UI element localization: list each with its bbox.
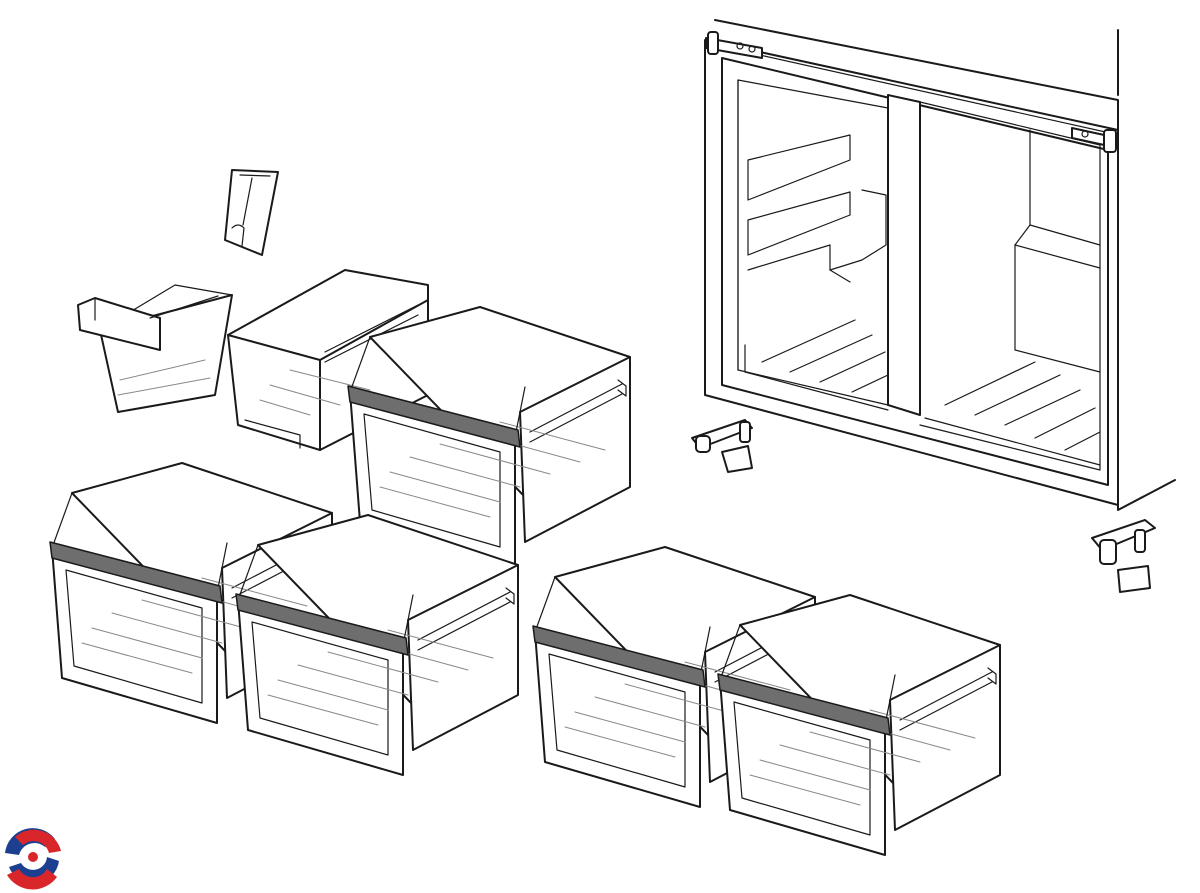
crisper-drawer [235,514,519,776]
door-hinge-icon [1071,127,1119,153]
brand-logo-icon [3,827,63,890]
door-hinge-icon [705,31,763,59]
bin-icon [77,284,233,413]
clip-icon [224,169,279,256]
crisper-drawer [717,594,1001,856]
refrigerator-cabinet-icon [704,19,1176,511]
door-hinge-icon [1091,519,1156,593]
door-hinge-icon [691,419,753,473]
